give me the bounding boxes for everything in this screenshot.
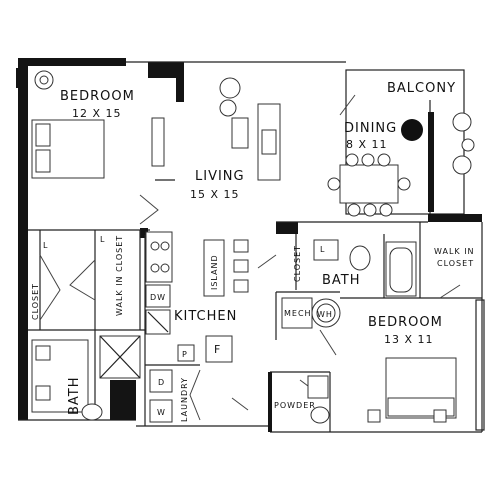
laundry-label: LAUNDRY <box>180 377 189 422</box>
walk-in-closet2-label: WALK IN <box>434 247 475 256</box>
pantry-label: P <box>182 350 188 359</box>
dishwasher-label: DW <box>150 293 166 302</box>
bedroom1-dims: 12 X 15 <box>72 107 122 120</box>
powder-label: POWDER <box>274 401 316 410</box>
bath-left-label: BATH <box>67 376 82 415</box>
washer-label: W <box>157 408 166 417</box>
balcony-name: BALCONY <box>387 81 456 96</box>
bath-right-label: BATH <box>322 273 361 288</box>
closet-left-label: CLOSET <box>31 283 40 320</box>
room-labels: BEDROOM 12 X 15 LIVING 15 X 15 BALCONY D… <box>31 81 475 422</box>
dining-name: DINING <box>344 121 397 136</box>
appliance-labels: DW P F D W WH L L L <box>43 235 333 417</box>
dining-pendant-icon <box>401 119 423 141</box>
linen-label-3: L <box>320 245 325 254</box>
mech-label: MECH <box>284 309 312 318</box>
fridge-label: F <box>214 343 221 356</box>
dryer-label: D <box>158 378 165 387</box>
outer-walls <box>16 58 483 433</box>
island-label: ISLAND <box>210 254 219 290</box>
water-heater-label: WH <box>317 310 333 319</box>
bedroom2-dims: 13 X 11 <box>384 333 434 346</box>
dining-dims: 8 X 11 <box>346 138 388 151</box>
living-name: LIVING <box>195 169 245 184</box>
bedroom2-name: BEDROOM <box>368 315 443 330</box>
closet-right-label: CLOSET <box>293 245 302 282</box>
bedroom1-name: BEDROOM <box>60 89 135 104</box>
linen-label-2: L <box>100 235 105 244</box>
furniture <box>31 70 475 424</box>
living-dims: 15 X 15 <box>190 188 240 201</box>
walk-in-closet1-label: WALK IN CLOSET <box>115 235 124 316</box>
kitchen-name: KITCHEN <box>174 309 237 324</box>
linen-label-1: L <box>43 241 48 250</box>
walk-in-closet2-label2: CLOSET <box>437 259 474 268</box>
interior-walls <box>28 179 485 432</box>
